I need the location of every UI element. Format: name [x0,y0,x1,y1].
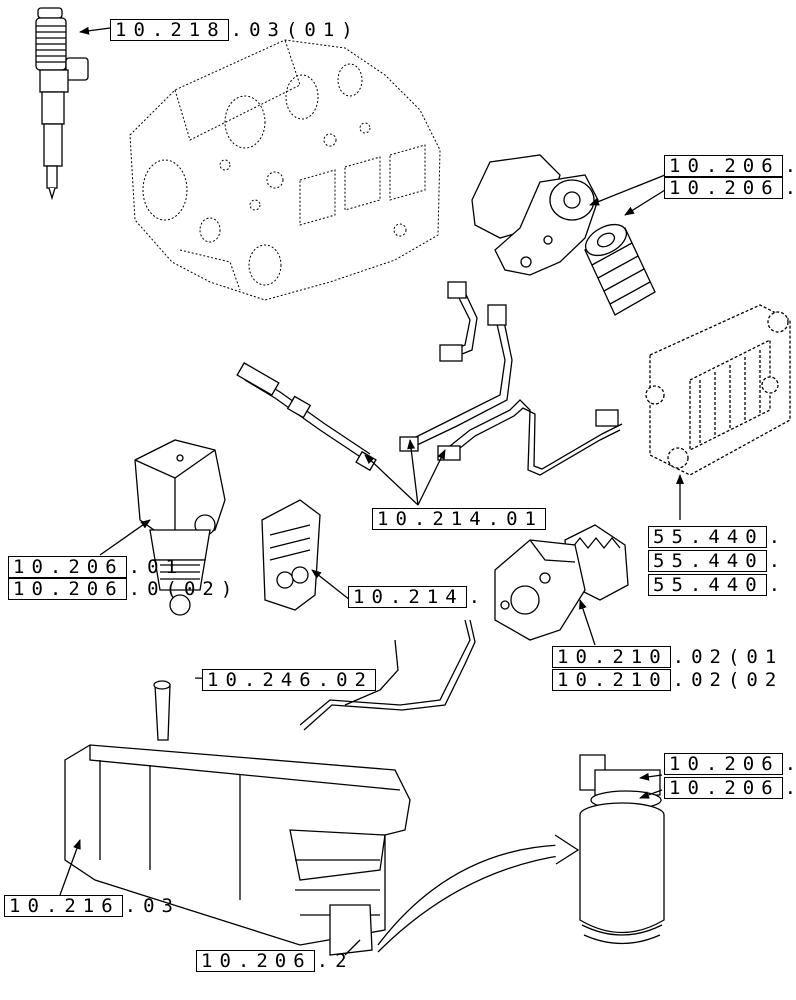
callout-suffix: .01 [128,556,184,578]
callout-pre-filter-1[interactable]: 10.206.01 [8,556,184,578]
callout-cooler-3[interactable]: 55.440. [648,574,787,596]
callout-fuel-lines[interactable]: 10.214.01 [372,508,548,530]
callout-gasket[interactable]: 10.214. [348,586,487,608]
callout-code: 10.218 [110,19,229,41]
callout-suffix: . [768,526,788,548]
fuel-filter-part[interactable] [579,754,665,945]
callout-code: 10.206 [8,556,127,578]
callout-fuel-filter-2[interactable]: 10.206. [664,777,796,799]
callout-cooler-2[interactable]: 55.440. [648,550,787,572]
engine-block-part [129,39,441,301]
callout-hose[interactable]: 10.246.02 [202,669,378,691]
callout-suffix: .02(02 [672,669,784,691]
callout-suffix: . [768,550,788,572]
fuel-lines-part[interactable] [236,281,623,476]
callout-cooler-1[interactable]: 55.440. [648,526,787,548]
callout-filter-small[interactable]: 10.206. [664,177,796,199]
fuel-tank-part[interactable] [64,680,411,956]
callout-tank-fitting[interactable]: 10.206.2 [196,950,354,972]
callout-suffix: .03 [124,895,180,917]
callout-fuel-filter-1[interactable]: 10.206. [664,753,796,775]
leader-lines [59,26,684,956]
callout-code: 10.206 [8,578,127,600]
callout-priming-pump[interactable]: 10.206. [664,155,796,177]
callout-code: 10.206 [664,177,783,199]
callout-fuel-tank[interactable]: 10.216.03 [4,895,180,917]
callout-code: 10.206 [664,155,783,177]
callout-suffix: .0(02) [128,578,240,600]
callout-gear-pump-2[interactable]: 10.210.02(02 [552,669,783,691]
callout-suffix: . [783,156,796,176]
callout-code: 10.206 [664,777,783,799]
gasket-plate-part[interactable] [261,499,321,611]
callout-code: 10.216 [4,895,123,917]
callout-code: 55.440 [648,574,767,596]
callout-suffix: . [768,574,788,596]
callout-gear-pump-1[interactable]: 10.210.02(01 [552,646,783,668]
callout-code: 10.210 [552,646,671,668]
callout-injector[interactable]: 10.218.03(01) [110,19,360,41]
callout-code: 10.214 [348,586,467,608]
gear-pump-part[interactable] [494,524,629,641]
callout-code: 55.440 [648,550,767,572]
callout-code: 10.206 [664,753,783,775]
priming-pump-part[interactable] [471,154,599,276]
filter-cartridge-small[interactable] [580,218,656,316]
callout-code: 10.210 [552,669,671,691]
callout-suffix: .2 [316,950,354,972]
return-hose-part[interactable] [299,619,476,731]
pre-filter-part[interactable] [134,439,226,616]
callout-pre-filter-2[interactable]: 10.206.0(02) [8,578,239,600]
fuel-cooler-part[interactable] [645,304,791,476]
callout-suffix: .02(01 [672,646,784,668]
callout-suffix: . [783,778,796,798]
callout-code: 55.440 [648,526,767,548]
injector-part[interactable] [35,7,89,201]
callout-suffix: . [783,754,796,774]
callout-code: 10.214.01 [372,508,546,530]
callout-suffix: .03(01) [230,19,360,41]
callout-code: 10.206 [196,950,315,972]
callout-code: 10.246.02 [202,669,376,691]
callout-suffix: . [783,178,796,198]
callout-suffix: . [468,586,488,608]
